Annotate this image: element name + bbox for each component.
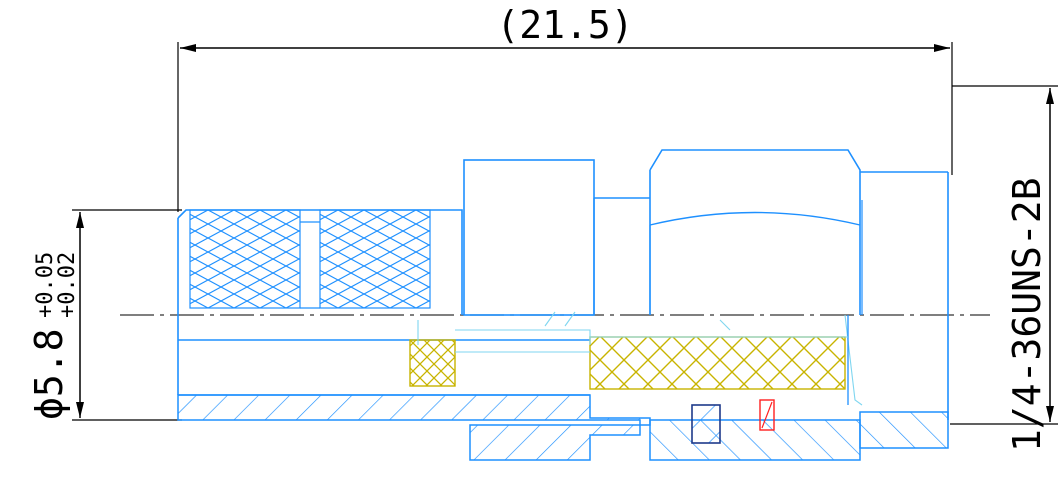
o-ring-section — [691, 404, 721, 444]
dielectric-inserts — [409, 336, 846, 390]
inner-detail-lines — [417, 311, 863, 406]
knurl-band-right — [319, 209, 431, 309]
thread-dimension: 1/4-36UNS-2B — [950, 85, 1058, 452]
overall-length-label: (21.5) — [496, 3, 633, 47]
knurled-sleeve — [177, 209, 590, 396]
diameter-value-label: ϕ5.8 — [27, 328, 71, 420]
thread-spec-label: 1/4-36UNS-2B — [1005, 177, 1049, 452]
nut-section-hatch — [649, 419, 861, 461]
collar-block — [463, 159, 650, 316]
section-hatching — [177, 394, 949, 461]
hex-nut — [649, 149, 949, 420]
diameter-tolerance-upper: +0.05 — [33, 252, 58, 318]
body-section-hatch — [177, 394, 651, 461]
dielectric-insert-main — [589, 336, 846, 390]
knurl-band-left — [189, 209, 301, 309]
diameter-dimension: ϕ5.8 +0.05 +0.02 — [27, 209, 182, 421]
diameter-tolerance-lower: +0.02 — [55, 252, 80, 318]
thread-section-hatch — [859, 411, 949, 449]
retaining-ring-section — [759, 399, 775, 431]
dielectric-insert-small — [409, 339, 456, 387]
overall-length-dimension: (21.5) — [177, 3, 953, 212]
